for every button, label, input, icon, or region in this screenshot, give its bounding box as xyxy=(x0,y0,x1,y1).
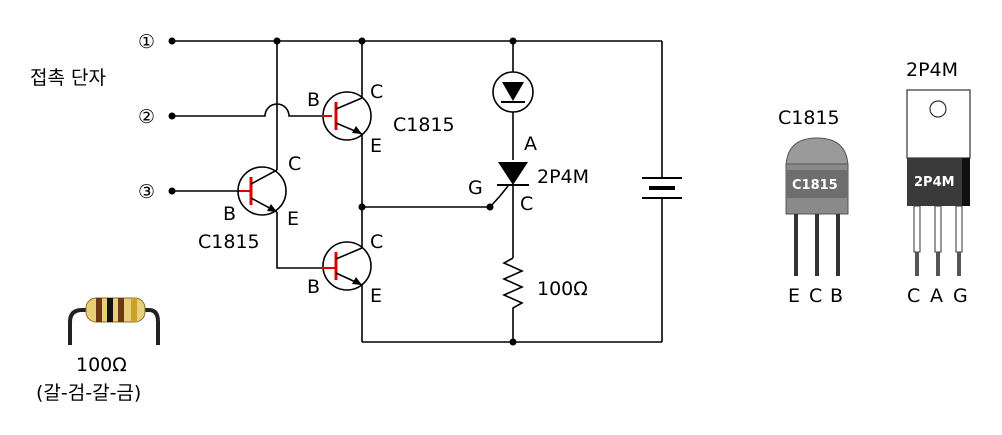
q1-emitter-label: E xyxy=(370,135,382,157)
package-2p4m: 2P4M 2P4M C A G xyxy=(906,59,971,307)
thyristor-anode-label: A xyxy=(524,133,537,155)
band-2 xyxy=(107,298,113,322)
q2-base-label: B xyxy=(307,276,320,298)
transistor-q1: B C E C1815 xyxy=(307,81,455,157)
thyristor-gate-label: G xyxy=(468,177,483,199)
q3-base-label: B xyxy=(223,203,236,225)
thyristor-2p4m: A 2P4M G C xyxy=(468,133,589,215)
2p4m-body-text: 2P4M xyxy=(914,175,955,190)
terminal-1: ① xyxy=(138,31,176,53)
thyristor-part-label: 2P4M xyxy=(537,166,589,188)
terminal-3: ③ xyxy=(138,181,176,203)
resistor-sample-value: 100Ω xyxy=(76,354,127,376)
led-indicator xyxy=(492,71,534,113)
battery-symbol xyxy=(642,177,682,199)
resistor-100ohm: 100Ω xyxy=(502,257,588,312)
q2-collector-label: C xyxy=(370,231,383,253)
c1815-pin-c: C xyxy=(809,285,822,307)
q1-base-label: B xyxy=(307,89,320,111)
thyristor-cathode-label: C xyxy=(520,193,533,215)
transistor-q3: C B E xyxy=(223,153,301,230)
q3-emitter-label: E xyxy=(287,208,299,230)
band-3 xyxy=(118,298,124,322)
junction-dots xyxy=(273,37,517,346)
terminal-3-label: ③ xyxy=(138,181,155,203)
terminal-2-label: ② xyxy=(138,106,155,128)
resistor-value-label: 100Ω xyxy=(537,278,588,300)
band-1 xyxy=(96,298,102,322)
band-4 xyxy=(131,298,137,322)
c1815-package-title: C1815 xyxy=(778,107,840,129)
c1815-pin-b: B xyxy=(830,285,843,307)
c1815-body-text: C1815 xyxy=(792,178,838,193)
q3-collector-label: C xyxy=(288,153,301,175)
2p4m-pin-c: C xyxy=(907,285,920,307)
2p4m-pin-a: A xyxy=(930,285,943,307)
q1-collector-label: C xyxy=(370,81,383,103)
package-c1815: C1815 C1815 E C B xyxy=(778,107,849,307)
2p4m-pin-g: G xyxy=(953,285,968,307)
q2-emitter-label: E xyxy=(370,285,382,307)
terminal-1-label: ① xyxy=(138,31,155,53)
circuit-wires xyxy=(172,40,663,343)
resistor-sample: 100Ω (갈-검-갈-금) xyxy=(36,297,160,404)
terminal-2: ② xyxy=(138,106,176,128)
c1815-pin-e: E xyxy=(788,285,800,307)
resistor-sample-code: (갈-검-갈-금) xyxy=(36,382,141,404)
contact-terminal-label: 접촉 단자 xyxy=(30,67,106,89)
q1-part-label: C1815 xyxy=(393,114,455,136)
q3-part-label: C1815 xyxy=(198,231,260,253)
2p4m-package-title: 2P4M xyxy=(906,59,958,81)
transistor-q2: C B E xyxy=(307,231,383,307)
